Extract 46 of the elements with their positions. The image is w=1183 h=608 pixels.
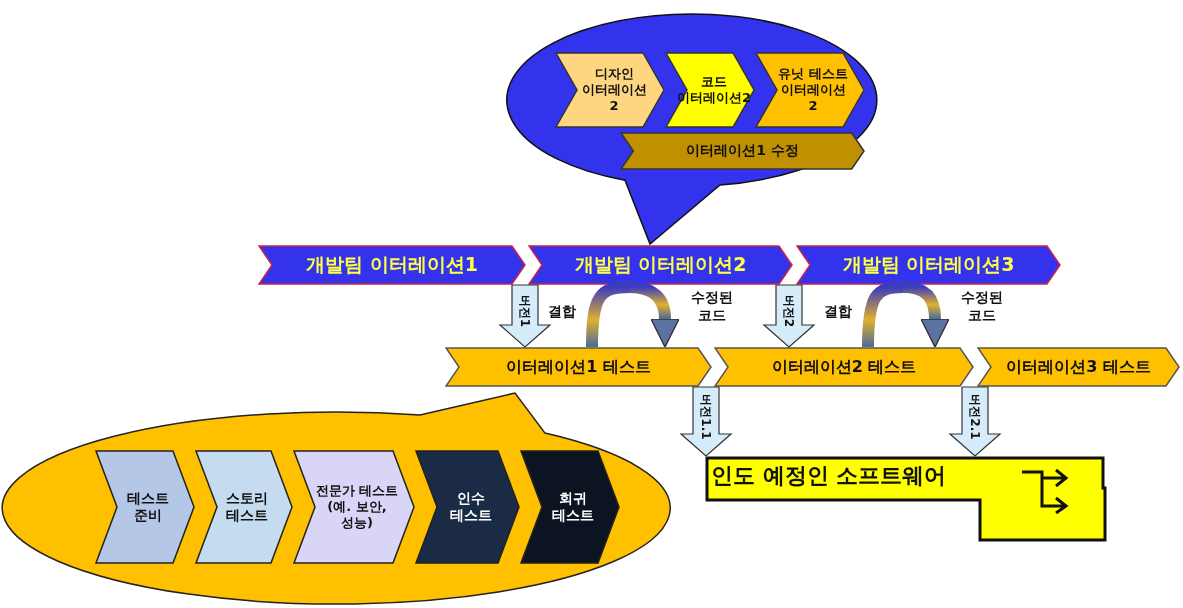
step-label: 이터레이션1 테스트 [506, 357, 651, 377]
chevron-step [755, 52, 865, 128]
step-label: 스토리 테스트 [225, 489, 269, 525]
step-label: 회귀 테스트 [551, 489, 595, 525]
chevron-step [520, 450, 620, 564]
block-arrow [679, 386, 733, 457]
chevron-bar [714, 347, 974, 387]
step-label: 개발팀 이터레이션1 [306, 253, 478, 277]
chevron-step [195, 450, 293, 564]
chevron-bar [796, 245, 1061, 285]
step-label: 디자인 이터레이션 2 [580, 65, 648, 115]
chevron-step [415, 450, 520, 564]
step-label: 개발팀 이터레이션2 [574, 253, 747, 277]
curved-arrow [902, 281, 950, 348]
edge-label: 버전1 [519, 294, 531, 328]
step-label: 이터레이션1 수정 [686, 142, 799, 160]
chevron-step [555, 52, 665, 128]
edge-label: 버전1.1 [700, 393, 712, 440]
step-label: 유닛 테스트 이터레이션 2 [777, 65, 849, 115]
chevron-step [95, 450, 195, 564]
chevron-bar [528, 245, 793, 285]
edge-label: 수정된 코드 [960, 288, 1004, 324]
block-arrow [762, 284, 816, 348]
chevron-step [620, 132, 865, 170]
step-label: 개발팀 이터레이션3 [842, 253, 1015, 277]
edge-label: 버전2.1 [969, 393, 981, 440]
chevron-bar [445, 347, 712, 387]
step-label: 테스트 준비 [126, 489, 170, 525]
block-arrow [948, 386, 1002, 457]
edge-label: 버전2 [783, 294, 795, 328]
chevron-bar [977, 347, 1180, 387]
box-label: 인도 예정인 소프트웨어 [711, 462, 947, 490]
chevron-step [665, 52, 755, 128]
step-label: 이터레이션2 테스트 [771, 357, 917, 377]
edge-label: 수정된 코드 [690, 288, 734, 324]
curved-arrow [629, 281, 680, 348]
edge-label: 결합 [547, 303, 577, 321]
step-label: 인수 테스트 [448, 489, 493, 525]
step-label: 이터레이션3 테스트 [1006, 357, 1151, 377]
chevron-bar [258, 245, 526, 285]
edge-label: 결합 [823, 303, 853, 321]
step-label: 전문가 테스트 (예. 보안, 성능) [314, 482, 400, 532]
speech-bubble [0, 390, 672, 606]
chevron-step [293, 450, 415, 564]
block-arrow [498, 284, 552, 348]
delivery-box [705, 456, 1107, 542]
